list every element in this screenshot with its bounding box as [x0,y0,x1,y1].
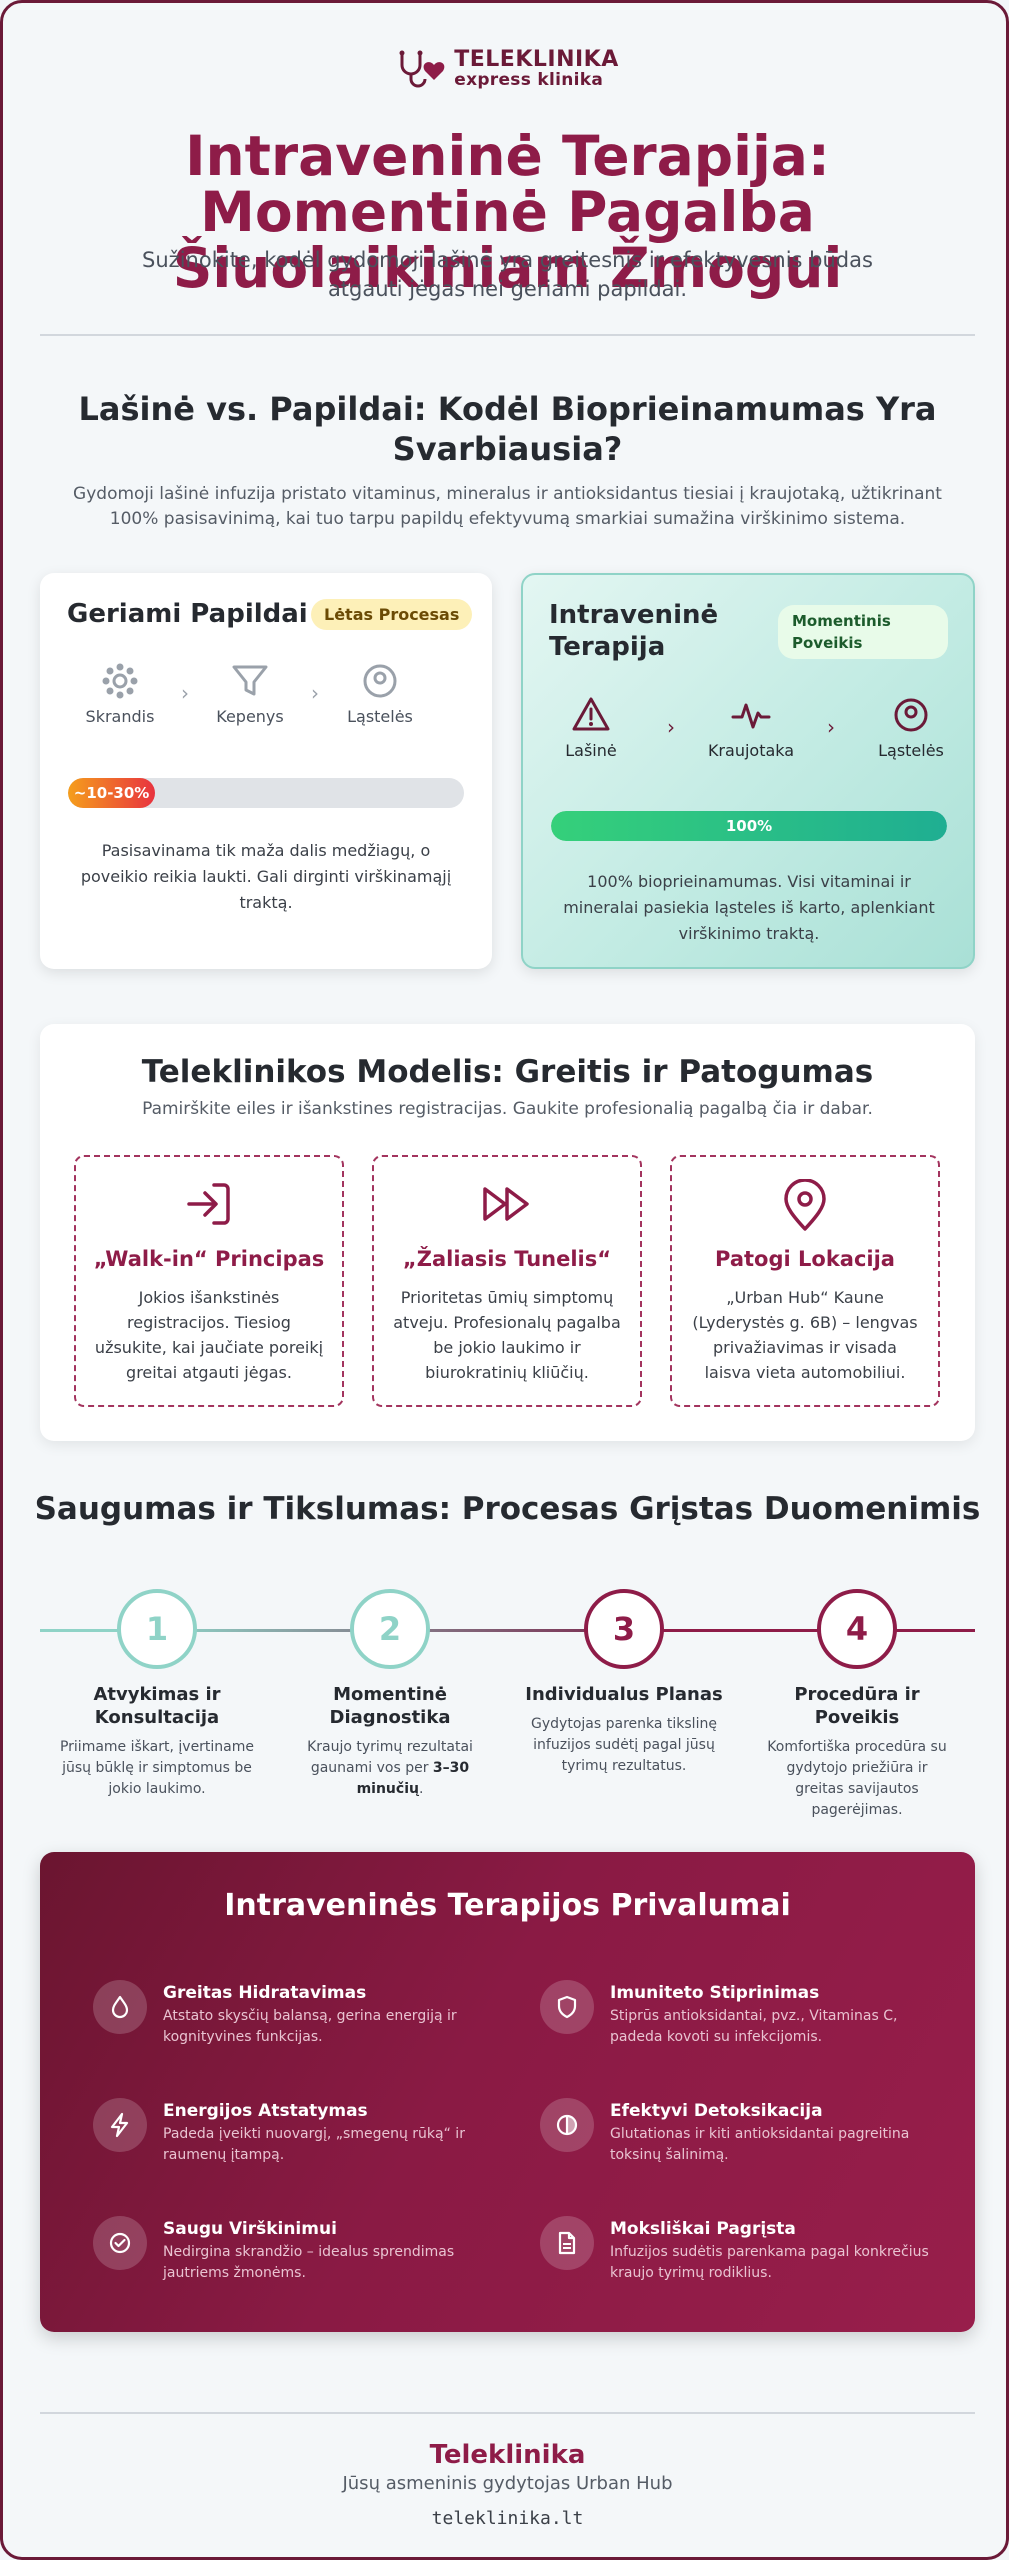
green-tunnel-title: „Žaliasis Tunelis“ [402,1247,612,1271]
slow-process-badge: Lėtas Procesas [311,599,473,630]
footer-brand: Teleklinika [429,2440,586,2470]
benefits-title: Intraveninės Terapijos Privalumai [224,1888,791,1923]
walk-in-title: „Walk-in“ Principas [93,1247,325,1271]
hero-subtitle: Sužinokite, kodėl gydomoji lašinė yra gr… [142,248,873,301]
clinic-model-panel: Teleklinikos Modelis: Greitis ir Patogum… [40,1024,975,1441]
iv-card-title: Intraveninė Terapija [549,600,719,662]
timeline-line [40,1629,160,1632]
warning-icon [572,697,610,731]
cell-icon [363,664,397,698]
instant-effect-badge: Momentinis Poveikis [778,605,948,659]
footer-url-link[interactable]: teleklinika.lt [431,2508,584,2529]
walk-in-card: „Walk-in“ Principas Jokios išankstinės r… [74,1155,344,1407]
location-card: Patogi Lokacija „Urban Hub“ Kaune (Lyder… [670,1155,940,1407]
shield-icon [557,1995,577,2019]
process-step-1-circle: 1 [117,1589,197,1669]
model-subtitle: Pamirškite eiles ir išankstines registra… [142,1099,873,1119]
iv-card-text: 100% biopriein­amumas. Visi vitaminai ir… [563,872,935,943]
chevron-right-icon: › [311,681,319,705]
model-title: Teleklinikos Modelis: Greitis ir Patogum… [141,1054,874,1090]
step-iv-cells: Ląstelės [861,695,961,760]
step-cells: Ląstelės [330,661,430,726]
logo-title: TELEKLINIKA [454,47,619,72]
oral-card-title: Geriami Papildai [67,599,308,629]
comparison-description: Gydomoji lašinė infuzija pristato vitami… [73,484,942,529]
cell-icon [894,698,928,732]
footer-tagline: Jūsų asmeninis gydytojas Urban Hub [342,2473,673,2494]
timeline-line [626,1629,975,1632]
green-tunnel-card: „Žaliasis Tunelis“ Prioritetas ūmių simp… [372,1155,642,1407]
chevron-right-icon: › [827,715,835,739]
step-iv-drip: Lašinė [541,695,641,760]
oral-absorption-fill: ~10-30% [68,778,156,808]
location-title: Patogi Lokacija [715,1247,895,1271]
iv-absorption-fill: 100% [551,811,947,841]
comparison-title: Lašinė vs. Papildai: Kodėl Biopriein­amu… [78,390,937,468]
hero-title: Intraveninė Terapija: Momentinė Pagalba … [172,124,843,300]
step-liver: Kepenys [200,661,300,726]
stethoscope-heart-icon [399,50,445,88]
lightning-icon [110,2112,129,2138]
process-step-4: Procedūra ir Poveikis Komfortiška proced… [767,1684,947,1818]
process-step-4-circle: 4 [817,1589,897,1669]
iv-therapy-card: Intraveninė Terapija Momentinis Poveikis… [521,573,975,969]
half-circle-icon [556,2114,578,2136]
sign-in-icon [187,1183,230,1225]
green-tunnel-text: Prioritetas ūmių simptomų atveju. Profes… [393,1288,621,1382]
process-step-3-circle: 3 [584,1589,664,1669]
footer-divider [40,2412,975,2414]
iv-absorption-bar: 100% [551,811,947,841]
droplet-icon [111,1995,129,2019]
process-title: Saugumas ir Tikslumas: Procesas Grįstas … [34,1491,981,1527]
document-icon [558,2231,576,2255]
chevron-right-icon: › [181,681,189,705]
step-stomach: Skrandis [70,661,170,726]
pulse-icon [731,703,771,729]
logo-subtitle: express klinika [454,70,604,90]
oral-absorption-bar: ~10-30% [68,778,464,808]
process-step-1: Atvykimas ir Konsultacija Priimame iškar… [59,1684,255,1797]
process-step-3: Individualus Planas Gydytojas parenka ti… [525,1684,723,1774]
chevron-right-icon: › [667,715,675,739]
check-circle-icon [109,2232,131,2254]
location-text: „Urban Hub“ Kaune (Lyderystės g. 6B) – l… [692,1288,918,1382]
process-step-2-circle: 2 [350,1589,430,1669]
logo[interactable]: TELEKLINIKA express klinika [3,47,1006,90]
oral-supplements-card: Geriami Papildai Lėtas Procesas Skrandis… [40,573,492,969]
filter-icon [232,665,268,696]
process-step-2: Momentinė Diagnostika Kraujo tyrimų rezu… [307,1684,473,1797]
oral-card-text: Pasisavinama tik maža dalis medžiagų, o … [80,841,452,912]
header-divider [40,334,975,336]
gear-icon [102,663,138,699]
walk-in-text: Jokios išankstinės registracijos. Tiesio… [94,1288,324,1382]
step-bloodstream: Kraujotaka [701,695,801,760]
map-pin-icon [784,1179,826,1231]
fast-forward-icon [483,1187,529,1221]
benefits-panel: Intraveninės Terapijos Privalumai Greita… [40,1852,975,2332]
